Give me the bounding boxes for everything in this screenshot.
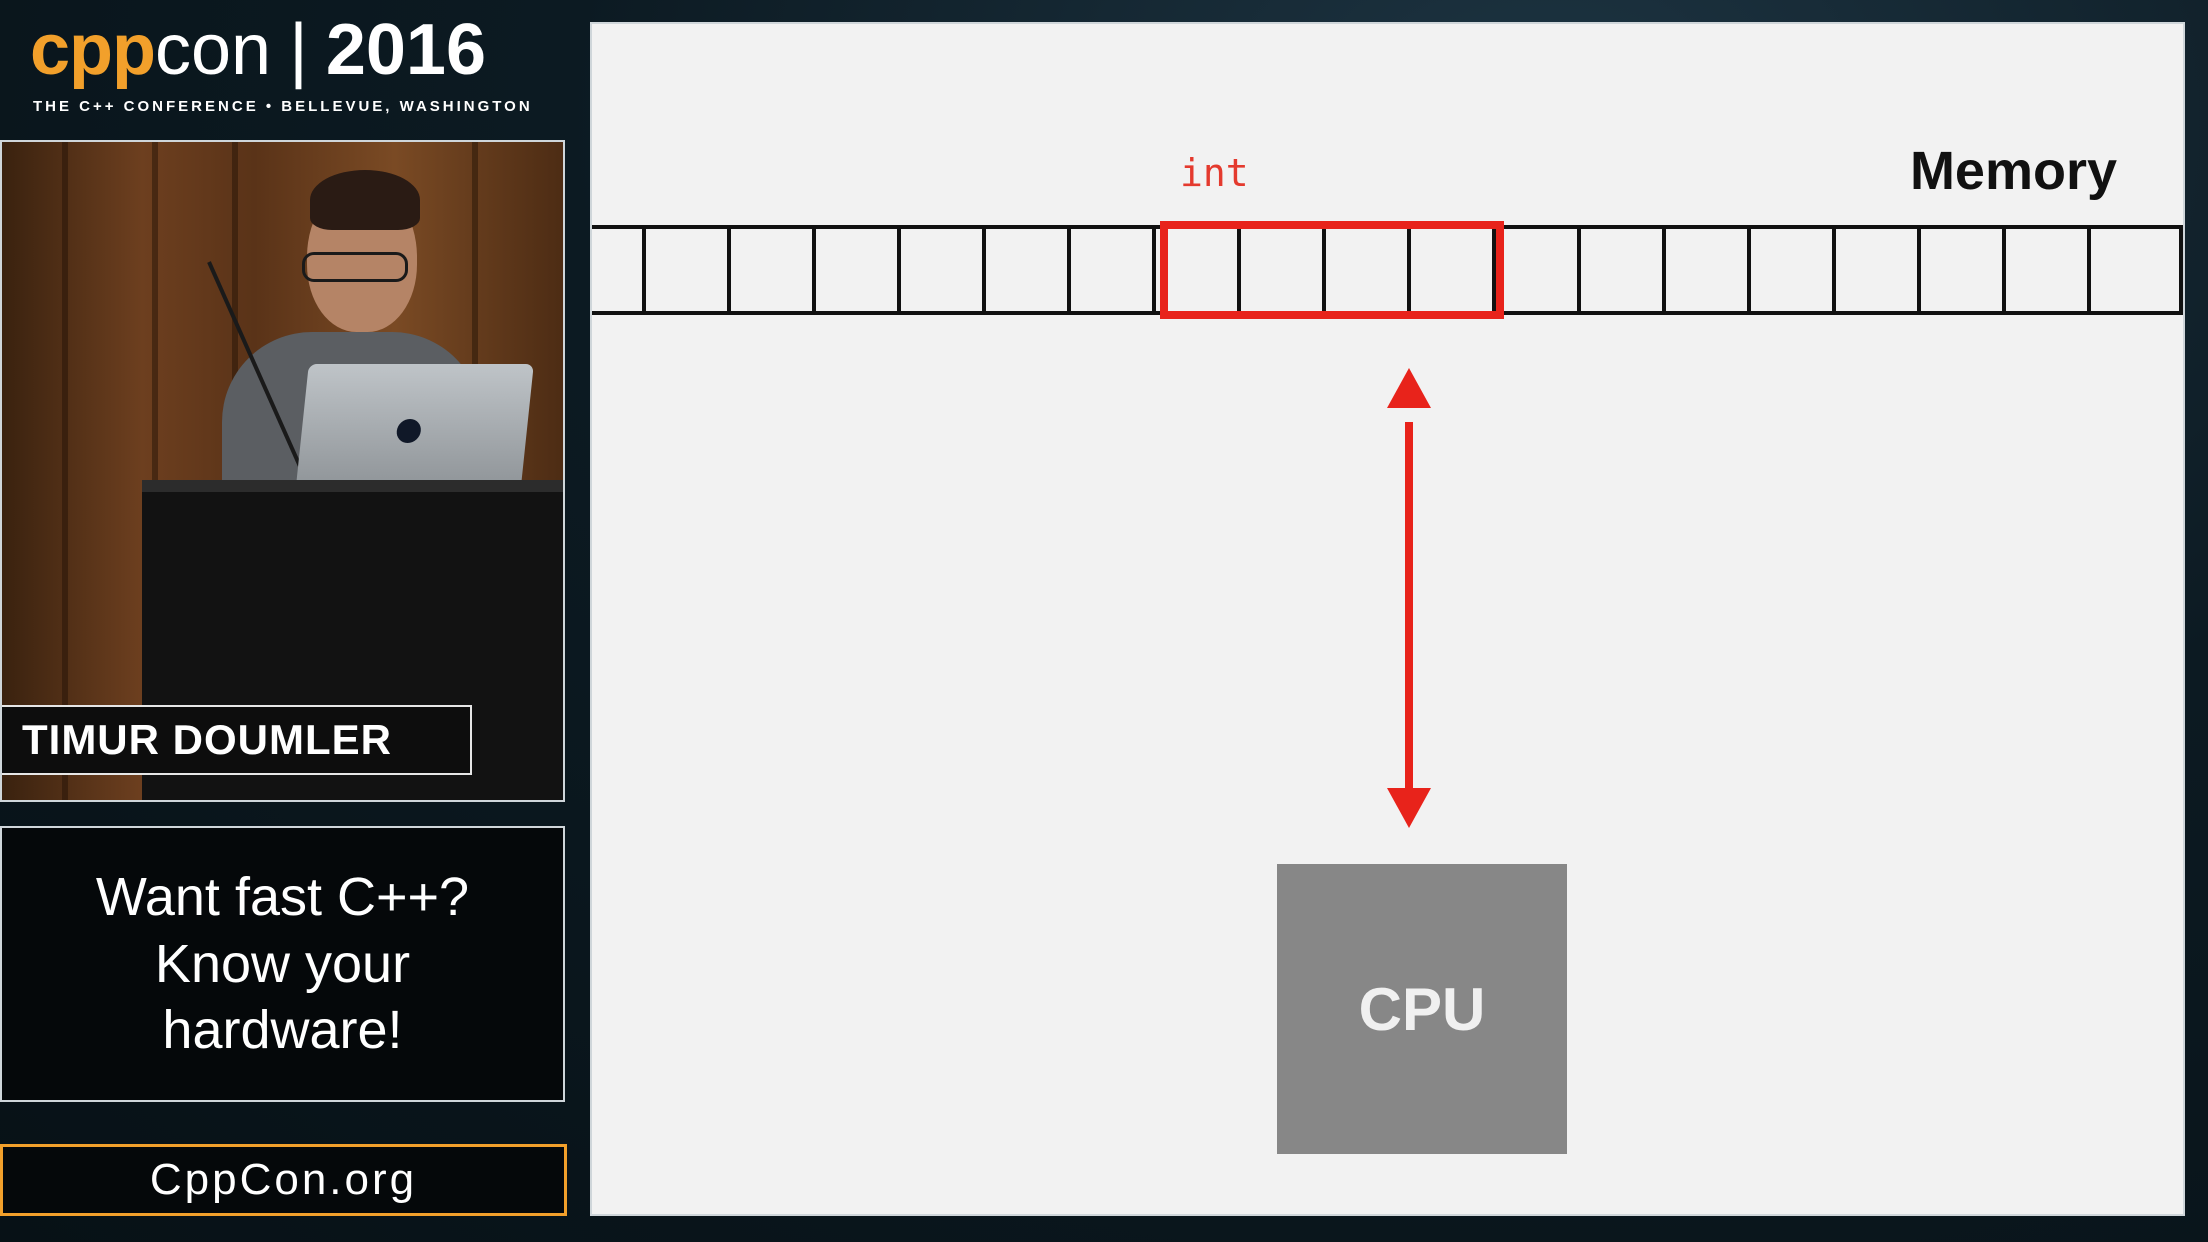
memory-cell-divider xyxy=(812,229,816,311)
memory-cell-divider xyxy=(2179,229,2183,311)
logo-separator: | xyxy=(289,10,308,90)
talk-title-line: Want fast C++? xyxy=(95,867,470,928)
glasses xyxy=(302,252,408,282)
cppcon-logo: cppcon|2016 THE C++ CONFERENCE • BELLEVU… xyxy=(30,14,550,124)
speaker-name-plate: TIMUR DOUMLER xyxy=(2,705,472,775)
memory-cell-divider xyxy=(1917,229,1921,311)
cpu-box: CPU xyxy=(1277,864,1567,1154)
website-banner: CppCon.org xyxy=(0,1144,567,1216)
laptop-sticker xyxy=(395,419,423,443)
memory-cell-divider xyxy=(982,229,986,311)
speaker-video: TIMUR DOUMLER xyxy=(0,140,565,802)
memory-cell-divider xyxy=(897,229,901,311)
memory-cell-divider xyxy=(1747,229,1751,311)
memory-cell-divider xyxy=(642,229,646,311)
memory-cell-divider xyxy=(2002,229,2006,311)
memory-cell-divider xyxy=(1237,229,1241,311)
memory-cell-divider xyxy=(1492,229,1496,311)
int-highlight-box xyxy=(1160,221,1504,319)
memory-cell-divider xyxy=(1152,229,1156,311)
memory-cell-divider xyxy=(1577,229,1581,311)
logo-tagline: THE C++ CONFERENCE • BELLEVUE, WASHINGTO… xyxy=(33,98,533,115)
memory-cell-divider xyxy=(1407,229,1411,311)
slide: Memory int CPU xyxy=(590,22,2185,1216)
memory-cell-divider xyxy=(2087,229,2091,311)
logo-year: 2016 xyxy=(325,10,486,90)
memory-cell-divider xyxy=(1832,229,1836,311)
memory-cell-divider xyxy=(1322,229,1326,311)
int-label: int xyxy=(1180,151,1249,195)
curtain-fold xyxy=(152,142,158,800)
curtain-fold xyxy=(62,142,68,800)
memory-cell-divider xyxy=(1662,229,1666,311)
talk-title-line: hardware! xyxy=(162,1000,403,1061)
memory-cell-divider xyxy=(1067,229,1071,311)
memory-label: Memory xyxy=(1909,141,2117,201)
talk-title-line: Know your xyxy=(154,933,411,994)
speaker-hair xyxy=(310,170,420,230)
memory-cell-divider xyxy=(727,229,731,311)
logo-cpp: cpp xyxy=(30,10,156,90)
talk-title-box: Want fast C++? Know your hardware! xyxy=(0,826,565,1102)
laptop xyxy=(295,364,534,494)
logo-con: con xyxy=(155,10,272,90)
logo-wordmark: cppcon|2016 xyxy=(30,14,486,86)
